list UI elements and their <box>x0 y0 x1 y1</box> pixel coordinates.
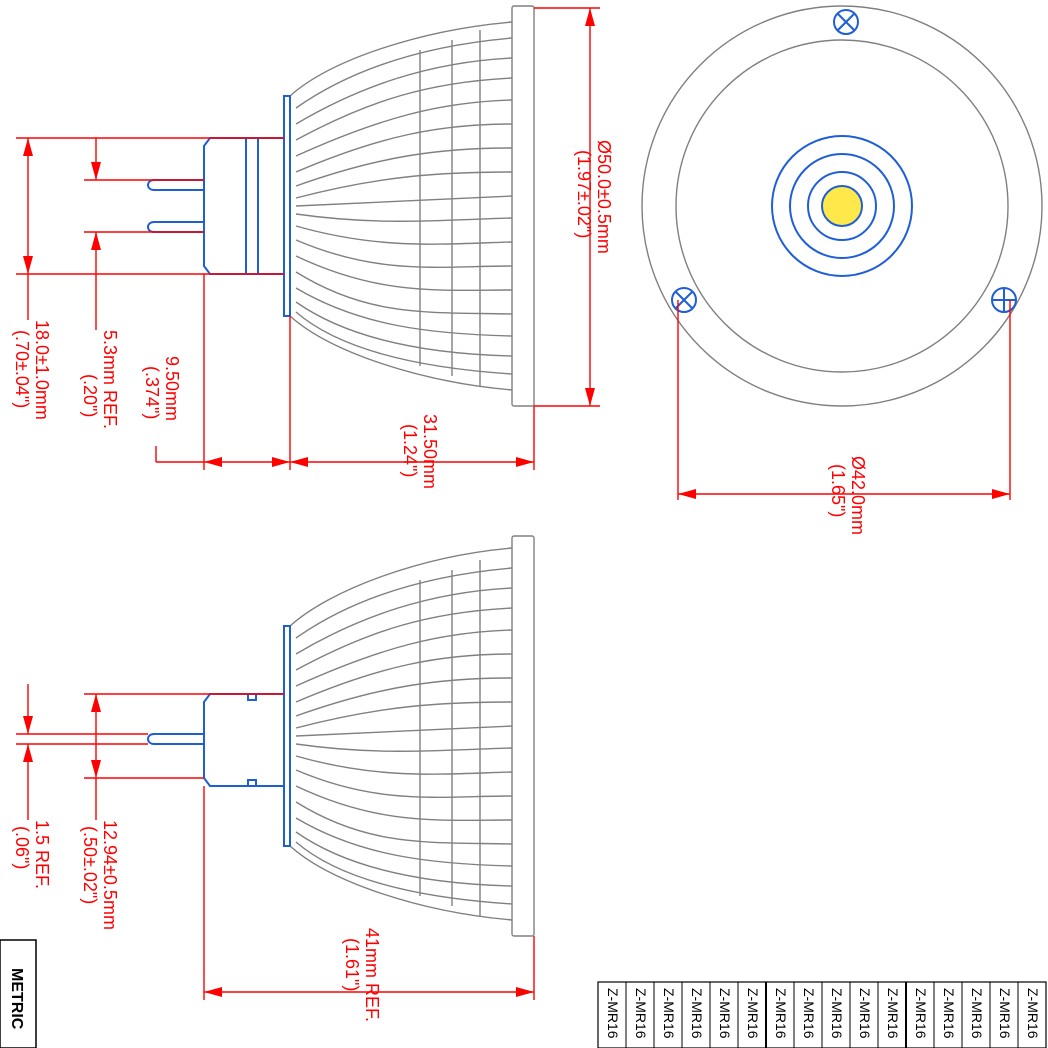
screw-icon <box>833 9 859 35</box>
table-cell: Z-MR16 <box>717 988 733 1039</box>
front-rim-bottom <box>511 535 535 937</box>
dim-12-mm: 12.94±0.5mm <box>100 820 120 930</box>
screw-icon <box>991 287 1017 313</box>
dim-41-in: (1.61") <box>342 938 362 991</box>
dim-50-mm: Ø50.0±0.5mm <box>594 140 614 254</box>
dim-9-in: (.374") <box>142 366 162 419</box>
table-cell: Z-MR16 <box>913 988 929 1039</box>
front-rim-top <box>511 5 535 407</box>
dim-12-in: (.50±.02") <box>80 826 100 904</box>
table-cell: Z-MR16 <box>745 988 761 1039</box>
reflector-ring-outer <box>771 135 913 277</box>
dim-18-mm: 18.0±1.0mm <box>32 320 52 420</box>
pin-upper-top <box>147 179 204 191</box>
reflector-ring-mid <box>789 153 895 259</box>
dimension-labels: Ø50.0±0.5mm (1.97±.02") 31.50mm (1.24") … <box>12 140 868 1022</box>
table-cell: Z-MR16 <box>997 988 1013 1039</box>
dim-1-5-mm: 1.5 REF. <box>32 820 52 889</box>
dimension-arrows-bottom <box>23 694 534 997</box>
table-cell: Z-MR16 <box>661 988 677 1039</box>
table-cell: Z-MR16 <box>633 988 649 1039</box>
front-view <box>641 5 1043 407</box>
heatsink-fins-top <box>295 30 513 386</box>
dim-42-mm: Ø42.0mm <box>848 456 868 535</box>
dim-31-mm: 31.50mm <box>420 414 440 489</box>
connector-housing-bottom <box>203 693 285 787</box>
pin-bottom <box>147 733 204 745</box>
table-cell: Z-MR16 <box>1025 988 1041 1039</box>
table-cell: Z-MR16 <box>941 988 957 1039</box>
front-inner-ring <box>675 39 1009 373</box>
table-cell: Z-MR16 <box>689 988 705 1039</box>
dim-31-in: (1.24") <box>400 424 420 477</box>
dim-9-mm: 9.50mm <box>162 356 182 421</box>
led-chip <box>821 185 863 227</box>
screw-icon <box>671 287 697 313</box>
dimension-lines-front <box>677 300 1011 500</box>
metric-box: METRIC <box>0 939 37 1048</box>
dim-5-mm: 5.3mm REF. <box>100 330 120 429</box>
dimension-lines-top <box>16 7 600 470</box>
front-outer-rim <box>641 5 1043 407</box>
side-view-top <box>147 5 535 407</box>
dim-41-mm: 41mm REF. <box>362 928 382 1022</box>
dim-50-in: (1.97±.02") <box>574 150 594 238</box>
heatsink-fins-bottom <box>295 560 513 916</box>
table-cell: Z-MR16 <box>773 988 789 1039</box>
reflector-ring-inner <box>807 171 877 241</box>
dim-42-in: (1.65") <box>828 464 848 517</box>
dim-1-5-in: (.06") <box>12 826 32 869</box>
table-cell: Z-MR16 <box>801 988 817 1039</box>
table-cell: Z-MR16 <box>829 988 845 1039</box>
connector-housing-top <box>203 137 285 275</box>
table-cell: Z-MR16 <box>969 988 985 1039</box>
part-table: Z-MR16 Z-MR16 Z-MR16 Z-MR16 Z-MR16 Z-MR16 Z-MR… <box>597 981 1047 1048</box>
dimension-arrows-top <box>23 8 595 467</box>
table-cell: Z-MR16 <box>885 988 901 1039</box>
table-cell: Z-MR16 <box>857 988 873 1039</box>
dim-5-in: (.20") <box>80 374 100 417</box>
dim-18-in: (.70±.04") <box>12 330 32 408</box>
metric-label: METRIC <box>8 968 25 1030</box>
pin-lower-top <box>147 221 204 233</box>
side-view-bottom <box>147 535 535 937</box>
table-cell: Z-MR16 <box>605 988 621 1039</box>
